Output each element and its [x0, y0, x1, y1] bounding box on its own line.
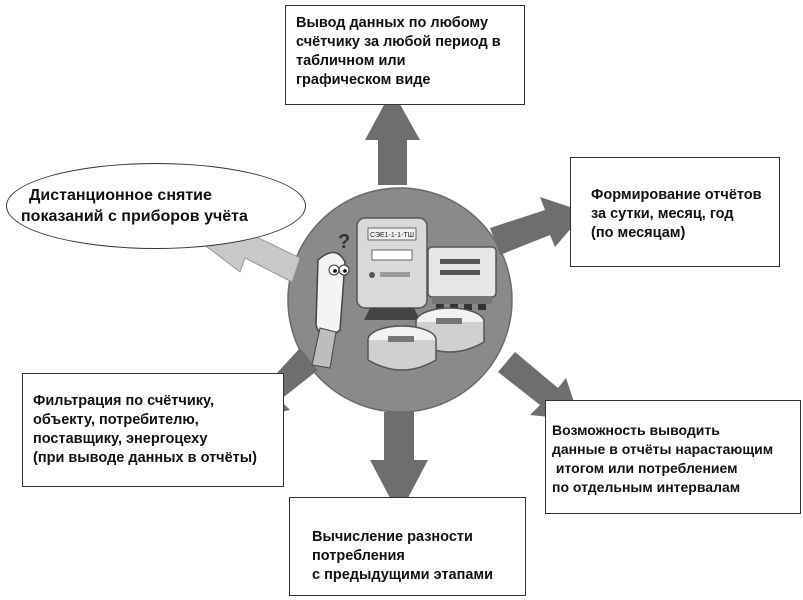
controller-box-icon — [427, 246, 497, 310]
node-bottom-right-line-2: данные в отчёты нарастающим — [552, 441, 774, 457]
node-bottom-left-line-4: (при выводе данных в отчёты) — [33, 450, 257, 466]
arrow-right-up — [490, 197, 585, 255]
node-top-line-4: графическом виде — [296, 72, 431, 88]
question-mark: ? — [338, 231, 350, 253]
node-bottom-left-line-2: объекту, потребителю, — [33, 412, 199, 428]
node-bottom-line-1: Вычисление разности — [312, 529, 473, 545]
node-top-line-2: счётчику за любой период в — [296, 34, 501, 50]
node-bottom-right-line-3: итогом или потреблением — [552, 460, 738, 476]
node-bottom: Вычисление разности потребления с предыд… — [289, 497, 526, 596]
node-top-line-1: Вывод данных по любому — [296, 15, 489, 31]
electric-meter-icon — [356, 217, 428, 320]
node-right-line-3: (по месяцам) — [591, 225, 686, 241]
node-bottom-right-line-4: по отдельным интервалам — [552, 479, 741, 495]
node-top: Вывод данных по любому счётчику за любой… — [285, 5, 525, 105]
node-right-line-2: за сутки, месяц, год — [591, 206, 734, 222]
node-bottom-right: Возможность выводить данные в отчёты нар… — [545, 400, 801, 514]
node-bottom-right-line-1: Возможность выводить — [552, 422, 720, 438]
node-bottom-line-2: потребления — [312, 548, 405, 564]
node-top-line-3: табличном или — [296, 53, 406, 69]
node-left: Дистанционное снятие показаний с приборо… — [6, 163, 306, 249]
node-bottom-line-3: с предыдущими этапами — [312, 567, 494, 583]
meter-label: СЭЕ1-1-1-ТШ — [370, 232, 414, 239]
node-left-line-2: показаний с приборов учёта — [21, 208, 248, 225]
node-right-line-1: Формирование отчётов — [591, 187, 762, 203]
node-bottom-left-line-1: Фильтрация по счётчику, — [33, 393, 214, 409]
arrow-up — [365, 90, 420, 185]
node-bottom-left: Фильтрация по счётчику, объекту, потреби… — [22, 373, 284, 487]
cartoon-person-icon — [311, 251, 350, 369]
arrow-down — [370, 412, 428, 515]
node-right: Формирование отчётов за сутки, месяц, го… — [570, 157, 780, 267]
water-meter-icon-2 — [367, 325, 437, 371]
node-left-line-1: Дистанционное снятие — [29, 187, 212, 204]
node-bottom-left-line-3: поставщику, энергоцеху — [33, 431, 208, 447]
